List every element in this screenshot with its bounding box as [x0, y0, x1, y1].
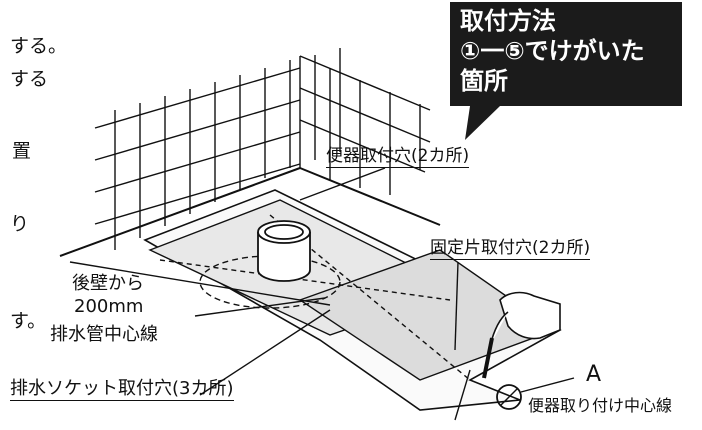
label-back-wall-from: 後壁から	[72, 273, 144, 294]
instruction-fragment-5: す。	[10, 310, 47, 332]
instruction-fragment-3: 置	[12, 140, 32, 162]
label-distance: 200mm	[74, 296, 144, 317]
label-drain-pipe-center: 排水管中心線	[50, 324, 158, 345]
callout-line-1: 取付方法	[460, 7, 556, 35]
label-point-a: A	[586, 362, 602, 387]
label-drain-socket-holes: 排水ソケット取付穴(3カ所)	[10, 378, 234, 401]
label-fixing-piece-holes: 固定片取付穴(2カ所)	[430, 238, 591, 260]
hand-with-marker	[482, 291, 561, 379]
callout-line-3: 箇所	[460, 67, 508, 95]
label-toilet-mount-holes: 便器取付穴(2カ所)	[326, 146, 470, 168]
label-toilet-center-line: 便器取り付け中心線	[528, 396, 673, 415]
wall-tile-grid	[94, 48, 431, 250]
template-sheet	[143, 189, 562, 411]
drain-pipe	[257, 220, 311, 282]
instruction-fragment-4: り	[10, 213, 30, 235]
instruction-fragment-2: する	[10, 68, 49, 90]
method-callout: 取付方法 ①一⑤でけがいた 箇所	[450, 2, 682, 106]
callout-line-2: ①一⑤でけがいた	[460, 37, 645, 65]
instruction-fragment-1: する。	[10, 35, 68, 57]
